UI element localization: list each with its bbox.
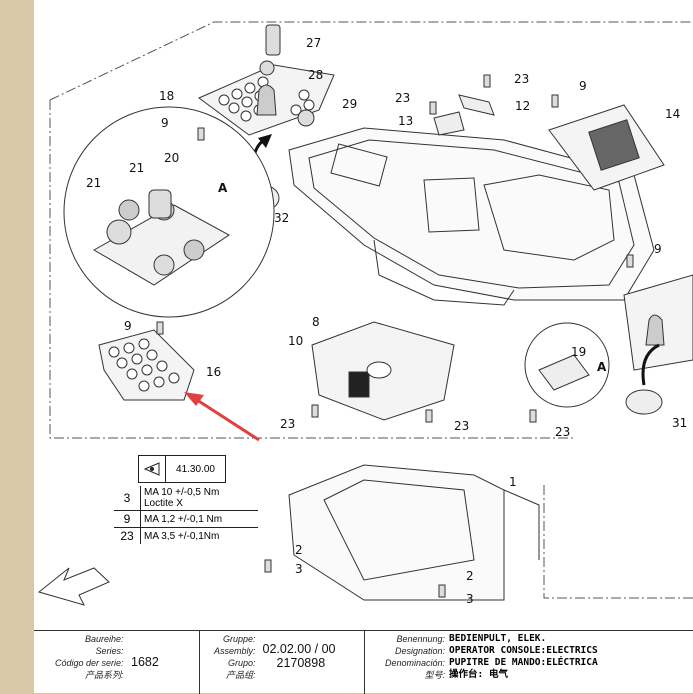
title-block: Baureihe: Series: Código der serie: 产品系列… (34, 630, 693, 694)
callout-28: 28 (308, 68, 323, 82)
callout-2: 2 (295, 543, 303, 557)
torque-note: Loctite X (144, 498, 183, 509)
designation-names: BEDIENPULT, ELEK. OPERATOR CONSOLE:ELECT… (449, 633, 598, 680)
callout-9: 9 (579, 79, 587, 93)
table-row: 23 MA 3,5 +/-0,1Nm (114, 527, 258, 544)
callout-23: 23 (555, 425, 570, 439)
joystick-boot-31 (625, 389, 663, 415)
boundary-line (543, 485, 693, 599)
eye-icon (139, 456, 166, 482)
designation-cell: Benennung: Designation: Denominación: 型号… (365, 631, 693, 694)
group-value: 02.02.00 / 00 (262, 642, 336, 656)
highlight-arrow-head (184, 392, 204, 406)
callout-12: 12 (515, 99, 530, 113)
callout-3: 3 (466, 592, 474, 606)
callout-20: 20 (164, 151, 179, 165)
callout-8: 8 (312, 315, 320, 329)
table-row: 9 MA 1,2 +/-0,1 Nm (114, 510, 258, 528)
group-labels: Gruppe: Assembly: Grupo: 产品组: (213, 634, 256, 680)
callout-29: 29 (342, 97, 357, 111)
callout-31: 31 (672, 416, 687, 430)
highlight-arrow (193, 396, 260, 442)
detail-circle-b (524, 322, 610, 408)
bracket-12 (458, 94, 495, 116)
series-labels: Baureihe: Series: Código der serie: 产品系列… (54, 634, 124, 680)
callout-2: 2 (466, 569, 474, 583)
drawing-sheet: 27 28 18 29 9 20 21 21 A 32 23 23 12 13 … (34, 0, 693, 694)
console-housing (288, 127, 655, 306)
boundary-line (49, 21, 693, 101)
item-number: 23 (114, 527, 141, 544)
reference-box: 41.30.00 (138, 455, 226, 483)
callout-9: 9 (654, 242, 662, 256)
joystick-panel-right (623, 274, 693, 371)
cover-13 (433, 111, 465, 136)
exploded-view-drawing: 27 28 18 29 9 20 21 21 A 32 23 23 12 13 … (37, 21, 693, 606)
torque-spec: MA 3,5 +/-0,1Nm (144, 530, 220, 542)
reference-code: 41.30.00 (176, 463, 215, 475)
callout-21: 21 (86, 176, 101, 190)
joystick-panel-left (198, 24, 335, 136)
callout-3: 3 (295, 562, 303, 576)
callout-10: 10 (288, 334, 303, 348)
install-arrow (641, 343, 660, 386)
callout-23: 23 (280, 417, 295, 431)
callout-a: A (597, 360, 607, 374)
series-value: 1682 (131, 655, 159, 669)
torque-spec: MA 1,2 +/-0,1 Nm (144, 513, 223, 525)
callout-23: 23 (454, 419, 469, 433)
mounting-plate (311, 321, 455, 421)
torque-spec: MA 10 +/-0,5 Nm (144, 487, 220, 498)
series-cell: Baureihe: Series: Código der serie: 产品系列… (34, 631, 200, 694)
callout-23: 23 (514, 72, 529, 86)
item-number: 3 (114, 486, 141, 511)
boundary-line (49, 100, 574, 439)
callout-9: 9 (161, 116, 169, 130)
callout-32: 32 (274, 211, 289, 225)
callout-a: A (218, 181, 228, 195)
callout-18: 18 (159, 89, 174, 103)
callout-9: 9 (124, 319, 132, 333)
group-cell: Gruppe: Assembly: Grupo: 产品组: 02.02.00 /… (200, 631, 365, 694)
joystick-panel-lower (98, 329, 195, 401)
callout-23: 23 (395, 91, 410, 105)
callout-14: 14 (665, 107, 680, 121)
callout-27: 27 (306, 36, 321, 50)
callout-1: 1 (509, 475, 517, 489)
screws (156, 74, 634, 598)
frame-lower (288, 464, 540, 601)
group-number: 2170898 (276, 656, 326, 670)
callout-16: 16 (206, 365, 221, 379)
callout-21: 21 (129, 161, 144, 175)
detail-circle-a (63, 106, 275, 318)
callout-19: 19 (571, 345, 586, 359)
designation-labels: Benennung: Designation: Denominación: 型号… (384, 634, 445, 680)
item-number: 9 (114, 510, 141, 528)
display-unit (548, 104, 665, 191)
install-arrow-head (258, 134, 272, 148)
callout-13: 13 (398, 114, 413, 128)
direction-arrow (37, 567, 110, 606)
